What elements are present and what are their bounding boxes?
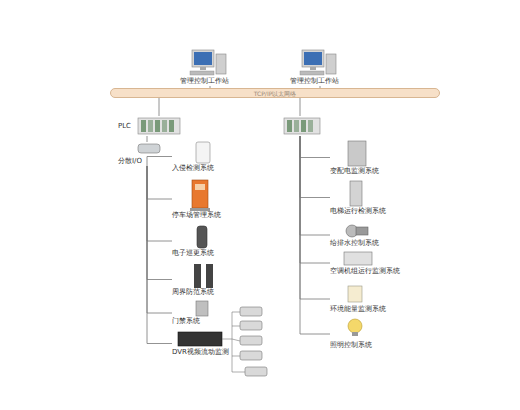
lighting-icon — [348, 319, 362, 336]
node-label: 电子巡更系统 — [172, 249, 214, 258]
connector-line — [300, 136, 330, 263]
subsystem-node: 给排水控制系统 — [330, 222, 402, 248]
connector-line — [147, 166, 172, 313]
connector-line — [147, 166, 172, 280]
node-label: TCP/IP以太网络 — [111, 89, 439, 97]
plc-node — [282, 116, 322, 136]
node-label: 环境能量监测系统 — [330, 305, 386, 314]
elevator-icon — [350, 181, 362, 206]
connector-line — [147, 166, 172, 241]
workstation-node: 管理控制工作站 — [290, 46, 350, 86]
node-label: 变配电监测系统 — [330, 167, 379, 176]
node-label: 给排水控制系统 — [330, 239, 379, 248]
connector-line — [147, 136, 148, 142]
connector-line — [159, 98, 160, 116]
connector-line — [300, 136, 330, 334]
node-label: 周界防范系统 — [172, 288, 214, 297]
node-label: 门禁系统 — [172, 317, 200, 326]
subsystem-node: 空调机组运行监测系统 — [330, 250, 414, 276]
node-label: 管理控制工作站 — [290, 77, 339, 86]
io-node: 分散I/O — [118, 142, 166, 166]
pump-icon — [346, 225, 368, 237]
subsystem-node: DVR视频流动监测 — [172, 330, 232, 357]
hvac-icon — [344, 252, 372, 265]
node-label: PLC — [118, 122, 131, 131]
power-icon — [348, 141, 366, 166]
subsystem-node: 电梯运行检测系统 — [330, 179, 406, 216]
perimeter-icon — [194, 264, 213, 288]
node-label: 分散I/O — [118, 157, 142, 166]
environment-icon — [348, 286, 362, 302]
connector-line — [147, 157, 172, 167]
node-label: 入侵检测系统 — [172, 164, 214, 173]
connector-line — [300, 98, 301, 116]
dvr-icon — [178, 332, 222, 346]
connector-line — [300, 136, 330, 299]
node-label: DVR视频流动监测 — [172, 348, 229, 357]
workstation-icon — [190, 50, 226, 75]
network-band: TCP/IP以太网络 — [110, 88, 440, 98]
node-label: 照明控制系统 — [330, 341, 372, 350]
plc-rack — [284, 118, 320, 134]
subsystem-node: 照明控制系统 — [330, 318, 398, 350]
connector-line — [300, 136, 330, 158]
plc-node: PLC — [118, 116, 180, 136]
subsystem-node: 入侵检测系统 — [172, 140, 232, 173]
node-label: 管理控制工作站 — [180, 77, 229, 86]
plc-rack — [138, 118, 180, 134]
subsystem-node: 电子巡更系统 — [172, 224, 232, 258]
access-icon — [196, 301, 208, 316]
node-label: 空调机组运行监测系统 — [330, 267, 400, 276]
connector-line — [300, 136, 330, 235]
io-device — [138, 144, 160, 153]
connector-line — [147, 166, 172, 199]
camera-icon — [240, 307, 267, 376]
intrusion-icon — [196, 142, 210, 163]
subsystem-node: 停车场管理系统 — [172, 178, 236, 220]
connector-line — [147, 166, 172, 344]
parking-icon — [190, 180, 210, 211]
node-label: 停车场管理系统 — [172, 211, 221, 220]
workstation-icon — [300, 50, 336, 75]
workstation-node: 管理控制工作站 — [180, 46, 240, 86]
patrol-icon — [197, 226, 207, 248]
subsystem-node: 变配电监测系统 — [330, 139, 402, 176]
node-label: 电梯运行检测系统 — [330, 207, 386, 216]
subsystem-node: 门禁系统 — [172, 300, 222, 326]
subsystem-node: 环境能量监测系统 — [330, 284, 406, 314]
connector-line — [300, 136, 330, 198]
subsystem-node: 周界防范系统 — [172, 262, 232, 297]
